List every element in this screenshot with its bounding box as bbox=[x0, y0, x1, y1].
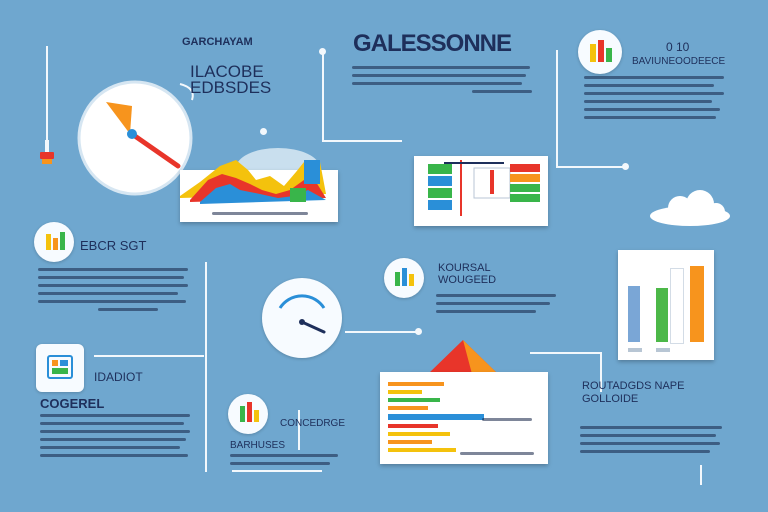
top-center-text bbox=[352, 66, 532, 98]
connector-dot bbox=[415, 328, 422, 335]
connector-line bbox=[600, 352, 602, 392]
area-chart-graphic bbox=[180, 150, 330, 206]
left-lower-small-heading: IDADIOT bbox=[94, 370, 143, 384]
connector-line bbox=[298, 410, 300, 450]
bottom-center-side-heading: CONCEDRGE bbox=[280, 418, 346, 429]
connector-line bbox=[322, 140, 402, 142]
bar-chart-icon bbox=[228, 394, 268, 434]
bar-chart-icon bbox=[384, 258, 424, 298]
left-lower-text bbox=[40, 414, 190, 462]
left-lower-heading: COGEREL bbox=[40, 396, 105, 411]
connector-line bbox=[46, 46, 48, 146]
cloud-icon bbox=[648, 186, 732, 226]
right-lower-heading: ROUTADGDS NAPE GOLLOIDE bbox=[582, 380, 685, 405]
top-right-small-heading: 0 10 bbox=[666, 40, 690, 54]
thermometer-icon bbox=[37, 140, 57, 168]
connector-line bbox=[345, 331, 417, 333]
right-lower-text bbox=[580, 426, 722, 458]
connector-dot bbox=[319, 48, 326, 55]
left-mid-text bbox=[38, 268, 188, 316]
top-right-text bbox=[584, 76, 724, 124]
table-chart-card bbox=[414, 156, 548, 226]
bar-chart-card bbox=[618, 250, 714, 360]
bar-chart-icon bbox=[578, 30, 622, 74]
center-mid-text bbox=[436, 294, 556, 318]
horizontal-bar-card bbox=[380, 372, 548, 464]
connector-dot bbox=[260, 128, 267, 135]
connector-dot bbox=[622, 163, 629, 170]
bar-chart-icon bbox=[34, 222, 74, 262]
connector-line bbox=[94, 355, 204, 357]
bottom-center-text bbox=[230, 454, 338, 470]
connector-line bbox=[205, 262, 207, 472]
center-mid-heading: KOURSAL WOUGEED bbox=[438, 262, 497, 286]
pyramid-icon bbox=[428, 340, 498, 374]
connector-line bbox=[232, 470, 322, 472]
connector-line bbox=[322, 52, 324, 140]
connector-line bbox=[556, 50, 558, 168]
top-left-big-heading: ILACOBE EDBSDES bbox=[190, 62, 272, 97]
top-left-small-heading: GARCHAYAM bbox=[182, 36, 253, 48]
top-right-heading: BAVIUNEOODEECE bbox=[632, 56, 726, 67]
left-mid-heading: EBCR SGT bbox=[80, 238, 147, 253]
gauge-icon bbox=[70, 78, 200, 198]
bottom-center-heading: BARHUSES bbox=[230, 440, 286, 451]
top-center-title: GALESSONNE bbox=[353, 30, 512, 57]
connector-line bbox=[530, 352, 600, 354]
connector-line bbox=[556, 166, 626, 168]
calculator-icon bbox=[36, 344, 84, 392]
gauge-icon bbox=[262, 278, 342, 358]
connector-line bbox=[700, 465, 702, 485]
